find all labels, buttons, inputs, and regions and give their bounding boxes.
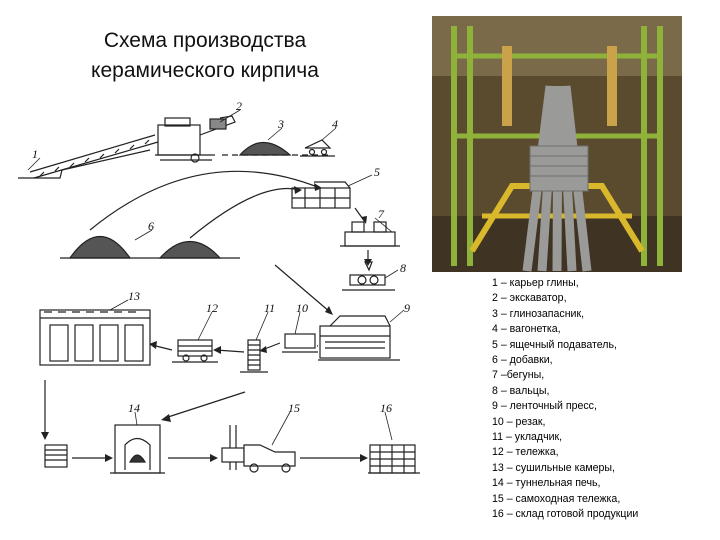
callout-1: 1 — [32, 147, 38, 161]
callout-5: 5 — [374, 165, 380, 179]
callout-13: 13 — [128, 289, 140, 303]
legend-item: 1 – карьер глины, — [492, 277, 579, 289]
legend-item: 13 – сушильные камеры, — [492, 461, 615, 474]
stacker — [240, 339, 268, 373]
wagon — [300, 139, 335, 157]
arrow-heads — [41, 183, 372, 462]
trolley — [172, 339, 218, 363]
legend-item: 8 – вальцы, — [492, 384, 550, 397]
legend-item: 9 – ленточный пресс, — [492, 400, 597, 413]
legend-item: 10 – резак, — [492, 415, 546, 428]
legend-item: 14 – туннельная печь, — [492, 477, 601, 490]
callout-2: 2 — [236, 99, 242, 113]
legend-item: 4 – вагонетка, — [492, 323, 561, 336]
excavator — [155, 115, 236, 163]
legend: 1 – карьер глины, 2 – экскаватор, 3 – гл… — [492, 276, 717, 523]
legend-item: 6 – добавки, — [492, 354, 553, 367]
legend-item: 3 – глинозапасник, — [492, 307, 585, 320]
legend-item: 2 – экскаватор, — [492, 292, 567, 305]
cutter — [282, 333, 318, 353]
callout-3: 3 — [277, 117, 284, 131]
legend-item: 5 – ящечный подаватель, — [492, 338, 617, 351]
callout-numbers: 1 2 3 4 5 6 7 8 9 10 11 12 13 14 15 16 — [32, 99, 410, 415]
flow-arrows — [44, 170, 369, 459]
self-propelled-trolley — [221, 425, 296, 473]
legend-item: 16 – склад готовой продукции — [492, 508, 639, 521]
title-line-2: керамического кирпича — [91, 59, 319, 82]
rollers — [342, 261, 395, 291]
callout-16: 16 — [380, 401, 392, 415]
runners — [340, 221, 400, 247]
callout-10: 10 — [296, 301, 308, 315]
clay-quarry — [18, 134, 159, 179]
additives — [60, 235, 240, 259]
belt-press — [318, 315, 400, 361]
legend-item: 15 – самоходная тележка, — [492, 492, 621, 505]
callout-4: 4 — [332, 117, 338, 131]
callout-9: 9 — [404, 301, 410, 315]
slide-title: Схема производства керамического кирпича — [40, 26, 370, 86]
legend-item: 12 – тележка, — [492, 446, 559, 459]
callout-15: 15 — [288, 401, 300, 415]
callout-8: 8 — [400, 261, 406, 275]
tunnel-kiln — [110, 424, 165, 474]
callout-6: 6 — [148, 219, 154, 233]
legend-item: 7 –бегуны, — [492, 369, 545, 382]
finished-product-warehouse — [368, 444, 420, 474]
callout-12: 12 — [206, 301, 218, 315]
brick-stack-before-kiln — [44, 444, 68, 468]
legend-item: 11 – укладчик, — [492, 431, 563, 444]
callout-7: 7 — [378, 207, 385, 221]
production-scheme-diagram: 1 2 3 4 5 6 7 8 9 10 11 12 13 14 15 16 — [18, 99, 420, 474]
callout-14: 14 — [128, 401, 140, 415]
title-line-1: Схема производства — [103, 29, 307, 52]
drying-chambers — [39, 309, 151, 366]
factory-photo — [432, 16, 682, 272]
box-feeder — [291, 181, 351, 209]
callout-11: 11 — [264, 301, 275, 315]
callout-leaders — [27, 109, 405, 446]
